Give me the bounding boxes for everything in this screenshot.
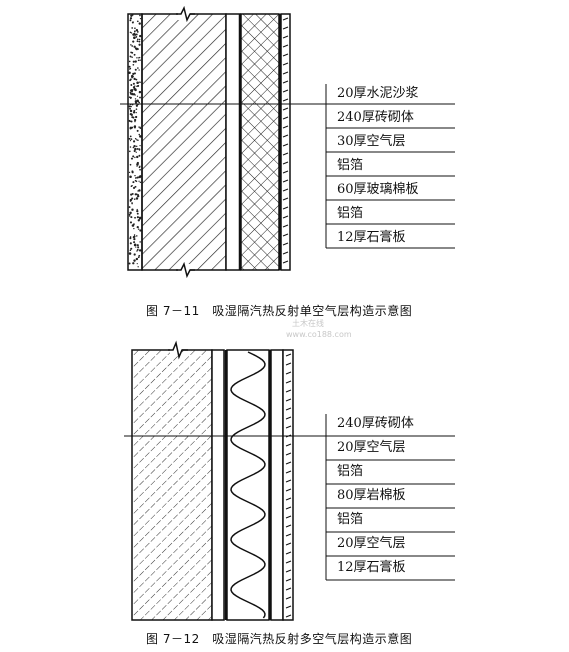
break-mark-top <box>176 5 195 23</box>
layer-label: 20厚空气层 <box>337 536 406 551</box>
brick-layer <box>141 13 227 271</box>
glass-wool-layer <box>240 13 280 271</box>
layer-label: 铝箔 <box>337 512 364 527</box>
layer-label: 20厚水泥沙浆 <box>337 86 419 101</box>
leader-lines <box>325 414 455 581</box>
layer-label: 80厚岩棉板 <box>337 488 406 503</box>
air-gap-layer-2 <box>270 349 284 621</box>
figure-caption: 图 7－11 吸湿隔汽热反射单空气层构造示意图 <box>146 304 413 318</box>
layer-label: 12厚石膏板 <box>337 560 406 575</box>
watermark-url: www.co188.com <box>286 330 352 339</box>
break-mark-top <box>168 340 188 360</box>
leader-lines <box>325 84 455 249</box>
air-gap-layer <box>225 13 241 271</box>
figure-7-12: 240厚砖砌体 20厚空气层 铝箔 80厚岩棉板 铝箔 20厚空气层 12厚石膏… <box>0 330 569 652</box>
gypsum-layer <box>280 13 291 271</box>
layer-label: 20厚空气层 <box>337 440 406 455</box>
figure-7-11: 20厚水泥沙浆 240厚砖砌体 30厚空气层 铝箔 60厚玻璃棉板 铝箔 12厚… <box>120 5 455 328</box>
layer-label: 30厚空气层 <box>337 134 406 149</box>
rock-wool-layer <box>226 349 270 621</box>
layer-label: 12厚石膏板 <box>337 230 406 245</box>
layer-label: 铝箔 <box>337 464 364 479</box>
air-gap-layer-1 <box>211 349 225 621</box>
wall-section-diagram-2 <box>124 340 455 621</box>
brick-layer <box>131 349 213 621</box>
wall-section-diagram-1 <box>120 5 455 279</box>
figure-caption: 图 7－12 吸湿隔汽热反射多空气层构造示意图 <box>146 632 413 646</box>
break-mark-bottom <box>176 261 195 279</box>
layer-label: 铝箔 <box>337 206 364 221</box>
layer-label: 60厚玻璃棉板 <box>337 182 419 197</box>
mortar-layer <box>127 13 143 271</box>
layer-label: 240厚砖砌体 <box>337 110 414 125</box>
layer-label: 铝箔 <box>337 158 364 173</box>
layer-label: 240厚砖砌体 <box>337 416 414 431</box>
gypsum-layer <box>282 349 294 621</box>
watermark-logo: 土木在线 <box>292 319 324 328</box>
